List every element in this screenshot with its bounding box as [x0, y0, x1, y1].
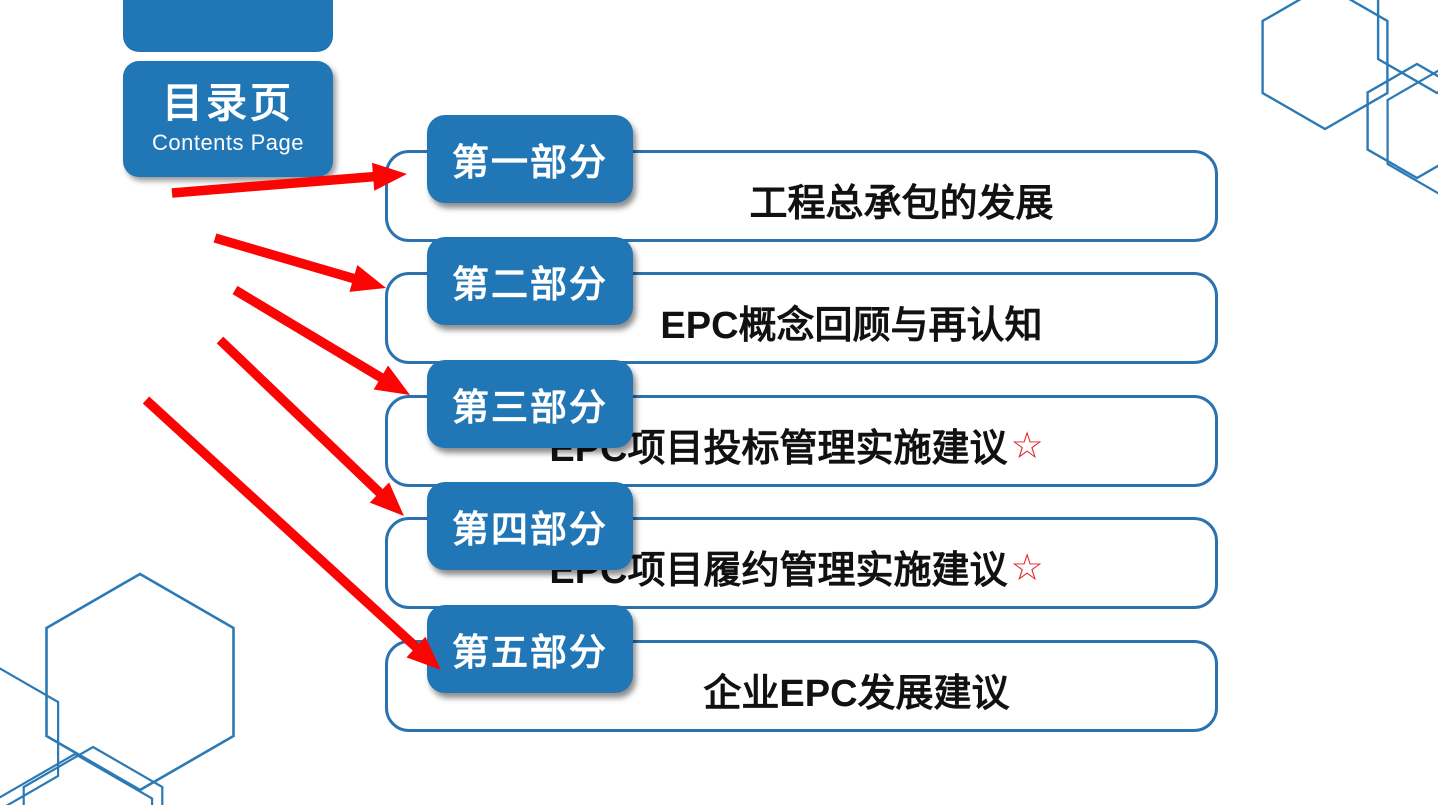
section-title-text: 企业EPC发展建议: [703, 672, 1010, 715]
hexagon-outline: [22, 745, 164, 805]
section-badge-3[interactable]: 第三部分: [427, 360, 633, 448]
section-badge-5[interactable]: 第五部分: [427, 605, 633, 693]
section-title: EPC概念回顾与再认知: [435, 272, 1268, 364]
section-row-2[interactable]: EPC概念回顾与再认知 第二部分: [385, 237, 1218, 364]
page-title: 目录页: [162, 80, 294, 127]
hexagon-outline: [1386, 69, 1438, 195]
hexagon-outline: [0, 752, 154, 805]
section-title-text: 工程总承包的发展: [749, 182, 1054, 225]
section-title: 企业EPC发展建议: [440, 640, 1273, 732]
page-subtitle: Contents Page: [151, 129, 305, 155]
section-badge-4[interactable]: 第四部分: [427, 482, 633, 570]
section-row-5[interactable]: 企业EPC发展建议 第五部分: [385, 605, 1218, 732]
contents-header: 目录页 Contents Page: [123, 61, 333, 177]
section-row-4[interactable]: EPC项目履约管理实施建议 ☆ 第四部分: [385, 482, 1218, 609]
section-row-1[interactable]: 工程总承包的发展 第一部分: [385, 115, 1218, 242]
star-icon: ☆: [1010, 546, 1044, 588]
hexagon-outline: [0, 667, 60, 805]
section-badge-2[interactable]: 第二部分: [427, 237, 633, 325]
section-title: 工程总承包的发展: [485, 150, 1318, 242]
header-top-strip: [123, 0, 333, 52]
hexagon-outline: [1261, 0, 1389, 131]
star-icon: ☆: [1010, 424, 1044, 466]
hexagon-outline: [1376, 0, 1438, 95]
section-badge-1[interactable]: 第一部分: [427, 115, 633, 203]
section-row-3[interactable]: EPC项目投标管理实施建议 ☆ 第三部分: [385, 360, 1218, 487]
section-title-text: EPC概念回顾与再认知: [660, 304, 1043, 347]
hexagon-outline: [1366, 62, 1438, 180]
